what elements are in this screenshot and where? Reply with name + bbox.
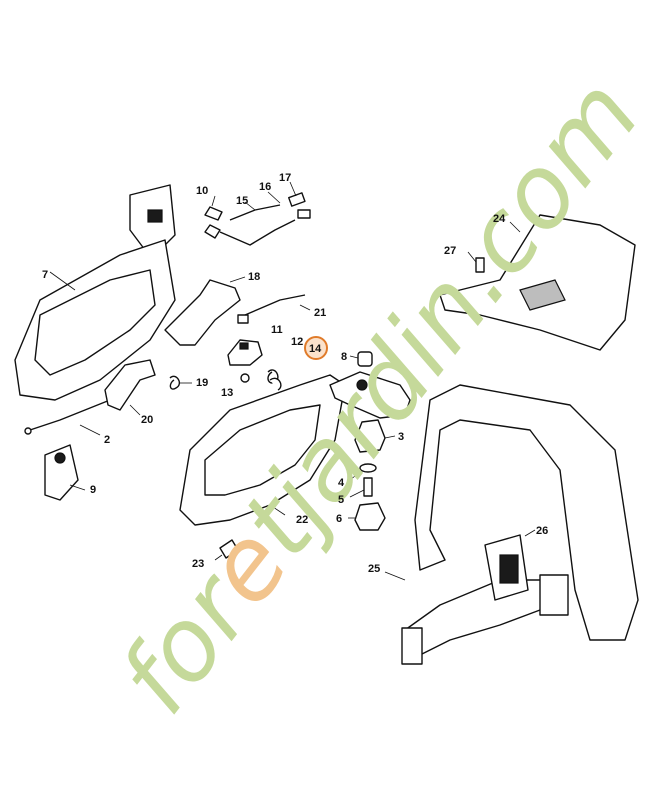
part-6-av-buffer[interactable] (348, 502, 386, 531)
callout-12[interactable]: 12 (291, 336, 303, 348)
callout-13[interactable]: 13 (221, 387, 233, 399)
callout-9[interactable]: 9 (90, 484, 96, 496)
callout-16[interactable]: 16 (259, 181, 271, 193)
callout-23[interactable]: 23 (192, 558, 204, 570)
callout-19[interactable]: 19 (196, 377, 208, 389)
highlight-ring (304, 336, 328, 360)
part-3-av-buffer[interactable] (354, 419, 396, 453)
callout-20[interactable]: 20 (141, 414, 153, 426)
callout-17[interactable]: 17 (279, 172, 291, 184)
part-7-rear-handle-housing[interactable] (14, 184, 176, 401)
part-25-loop-handle[interactable] (384, 384, 639, 665)
callout-5[interactable]: 5 (338, 494, 344, 506)
callout-labels: 2 3 4 5 6 7 8 9 10 11 12 13 14 15 16 17 … (42, 172, 548, 575)
part-2-cable[interactable] (24, 399, 111, 436)
callout-3[interactable]: 3 (398, 431, 404, 443)
callout-15[interactable]: 15 (236, 195, 248, 207)
part-26-clamp[interactable] (484, 529, 569, 616)
part-9-grip[interactable] (44, 444, 86, 501)
callout-18[interactable]: 18 (248, 271, 260, 283)
callout-21[interactable]: 21 (314, 307, 326, 319)
part-8-cap[interactable] (349, 351, 373, 367)
part-24-guard-plate[interactable] (439, 214, 636, 351)
callout-10[interactable]: 10 (196, 185, 208, 197)
part-27-screw[interactable] (467, 251, 485, 273)
callout-4[interactable]: 4 (338, 477, 345, 489)
callout-2[interactable]: 2 (104, 434, 110, 446)
part-21-cable[interactable] (244, 294, 311, 316)
part-19-spring[interactable] (169, 375, 192, 390)
svg-text:foretjardin.com: foretjardin.com (97, 57, 652, 735)
part-22-front-housing[interactable] (179, 374, 346, 526)
callout-26[interactable]: 26 (536, 525, 548, 537)
callout-14[interactable]: 14 (309, 343, 322, 355)
callout-7[interactable]: 7 (42, 269, 48, 281)
parts-wiring-harness[interactable] (204, 181, 311, 246)
callout-22[interactable]: 22 (296, 514, 308, 526)
callout-11[interactable]: 11 (271, 324, 283, 336)
part-23-screw[interactable] (214, 539, 239, 561)
part-12-spring[interactable] (267, 369, 282, 391)
callout-24[interactable]: 24 (493, 213, 506, 225)
watermark: foretjardin.com (97, 57, 652, 735)
part-11-switch-block[interactable] (227, 339, 263, 366)
part-13-pin[interactable] (240, 373, 250, 383)
part-5-screw[interactable] (349, 477, 373, 498)
part-housing-arm (329, 371, 411, 419)
part-20-lever[interactable] (104, 359, 156, 416)
callout-27[interactable]: 27 (444, 245, 456, 257)
callout-6[interactable]: 6 (336, 513, 342, 525)
part-18-switch-lever[interactable] (164, 276, 249, 346)
callout-8[interactable]: 8 (341, 351, 347, 363)
callout-25[interactable]: 25 (368, 563, 380, 575)
part-4-washer[interactable] (349, 463, 377, 481)
